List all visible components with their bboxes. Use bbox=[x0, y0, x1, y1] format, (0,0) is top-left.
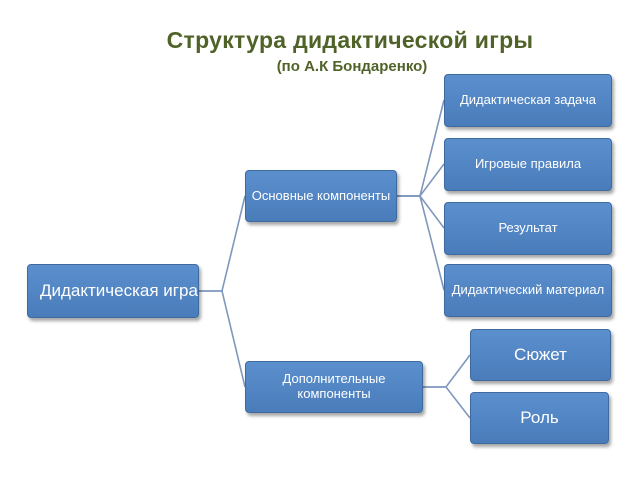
node-plot-label: Сюжет bbox=[514, 345, 567, 365]
node-plot: Сюжет bbox=[470, 329, 611, 381]
connector-main-material bbox=[397, 195, 445, 291]
connector-root-extra bbox=[199, 290, 246, 388]
connector-extra-plot bbox=[423, 354, 471, 388]
node-additional-components-label: Дополнительные компоненты bbox=[282, 371, 386, 401]
node-didactic-task: Дидактическая задача bbox=[444, 74, 612, 127]
node-role: Роль bbox=[470, 392, 609, 444]
node-didactic-material-label: Дидактический материал bbox=[451, 282, 605, 298]
node-role-label: Роль bbox=[520, 408, 559, 428]
node-didactic-task-label: Дидактическая задача bbox=[459, 92, 596, 108]
connector-extra-role bbox=[423, 386, 471, 419]
node-game-rules: Игровые правила bbox=[444, 138, 612, 191]
connector-root-main bbox=[199, 195, 246, 292]
connector-main-task bbox=[397, 99, 445, 197]
node-game-rules-label: Игровые правила bbox=[474, 156, 582, 172]
node-main-components-label: Основные компоненты bbox=[251, 187, 391, 203]
node-additional-components: Дополнительные компоненты bbox=[245, 361, 423, 413]
node-result: Результат bbox=[444, 202, 612, 255]
diagram-subtitle: (по А.К Бондаренко) bbox=[276, 58, 428, 75]
node-didactic-material: Дидактический материал bbox=[444, 264, 612, 317]
node-didactic-game-label: Дидактическая игра bbox=[40, 281, 198, 301]
node-didactic-game: Дидактическая игра bbox=[27, 264, 199, 318]
node-result-label: Результат bbox=[498, 220, 558, 236]
diagram-title: Структура дидактической игры bbox=[166, 27, 534, 53]
node-main-components: Основные компоненты bbox=[245, 170, 397, 222]
